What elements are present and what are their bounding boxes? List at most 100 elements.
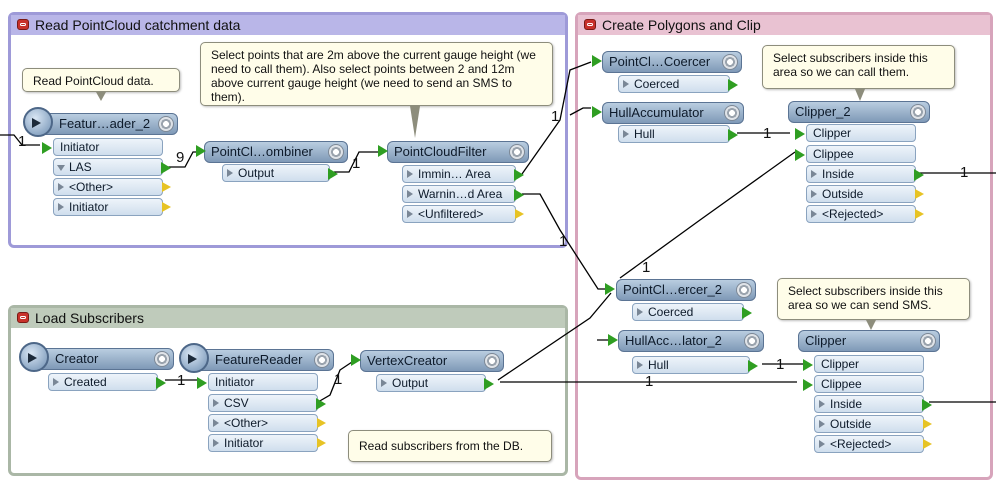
output-port-hull[interactable]: Hull [632, 356, 758, 374]
collapsed-icon [53, 378, 59, 386]
output-port-hull[interactable]: Hull [618, 125, 738, 143]
output-arrow-icon [914, 169, 924, 181]
output-port-created[interactable]: Created [48, 373, 166, 391]
creator-icon [19, 342, 49, 372]
output-arrow-icon [922, 399, 932, 411]
output-arrow-icon [317, 438, 326, 448]
transformer-pointcloud-coercer[interactable]: PointCl…Coercer [602, 51, 742, 73]
input-arrow-icon [605, 283, 615, 295]
input-port-initiator[interactable]: Initiator [42, 138, 163, 156]
annotation-select-points[interactable]: Select points that are 2m above the curr… [200, 42, 553, 106]
output-arrow-icon [915, 189, 924, 199]
output-port-rejected[interactable]: <Rejected> [806, 205, 924, 223]
output-port-coerced[interactable]: Coerced [618, 75, 738, 93]
input-arrow-icon [803, 379, 813, 391]
gear-icon[interactable] [314, 352, 330, 368]
output-port-unfiltered[interactable]: <Unfiltered> [402, 205, 524, 223]
connection-count: 1 [559, 233, 568, 250]
output-arrow-icon [515, 209, 524, 219]
collapsed-icon [213, 419, 219, 427]
output-port-coerced[interactable]: Coerced [632, 303, 752, 321]
transformer-vertex-creator[interactable]: VertexCreator [360, 350, 504, 372]
annotation-tail [410, 106, 420, 138]
gear-icon[interactable] [722, 54, 738, 70]
transformer-clipper-2[interactable]: Clipper_2 [788, 101, 930, 123]
output-port-output[interactable]: Output [222, 164, 338, 182]
gear-icon[interactable] [920, 333, 936, 349]
annotation-tail [855, 89, 865, 101]
input-arrow-icon [351, 354, 361, 366]
input-port-clipper[interactable]: Clipper [795, 124, 916, 142]
annotation-sms-area[interactable]: Select subscribers inside this area so w… [777, 278, 970, 320]
connection-count: 1 [763, 125, 772, 142]
output-arrow-icon [915, 209, 924, 219]
transformer-pointcloud-coercer-2[interactable]: PointCl…ercer_2 [616, 279, 756, 301]
transformer-pointcloud-combiner[interactable]: PointCl…ombiner [204, 141, 348, 163]
transformer-pointcloud-filter[interactable]: PointCloudFilter [387, 141, 529, 163]
input-port-clipper[interactable]: Clipper [803, 355, 924, 373]
input-arrow-icon [592, 55, 602, 67]
collapse-toggle-icon[interactable] [584, 19, 596, 30]
output-port-inside[interactable]: Inside [806, 165, 924, 183]
transformer-feature-reader[interactable]: FeatureReader [179, 343, 334, 373]
gear-icon[interactable] [724, 105, 740, 121]
input-port-initiator[interactable]: Initiator [197, 373, 318, 391]
gear-icon[interactable] [158, 116, 174, 132]
output-port-rejected[interactable]: <Rejected> [814, 435, 932, 453]
output-port-other[interactable]: <Other> [208, 414, 326, 432]
output-arrow-icon [923, 439, 932, 449]
gear-icon[interactable] [484, 353, 500, 369]
annotation-tail [866, 320, 876, 330]
output-port-output[interactable]: Output [376, 374, 494, 392]
collapse-toggle-icon[interactable] [17, 312, 29, 323]
output-port-initiator[interactable]: Initiator [208, 434, 326, 452]
gear-icon[interactable] [328, 144, 344, 160]
expanded-icon [57, 165, 65, 171]
transformer-clipper[interactable]: Clipper [798, 330, 940, 352]
output-port-csv[interactable]: CSV [208, 394, 326, 412]
gear-icon[interactable] [154, 351, 170, 367]
output-port-outside[interactable]: Outside [814, 415, 932, 433]
transformer-feature-reader-2[interactable]: Featur…ader_2 [23, 107, 178, 137]
input-arrow-icon [608, 334, 618, 346]
output-port-other[interactable]: <Other> [53, 178, 171, 196]
output-arrow-icon [316, 398, 326, 410]
output-arrow-icon [514, 169, 524, 181]
output-port-warning-area[interactable]: Warnin…d Area [402, 185, 524, 203]
collapsed-icon [623, 130, 629, 138]
gear-icon[interactable] [910, 104, 926, 120]
connection-count: 1 [551, 108, 560, 125]
transformer-hull-accumulator[interactable]: HullAccumulator [602, 102, 744, 124]
annotation-call-area[interactable]: Select subscribers inside this area so w… [762, 45, 955, 89]
transformer-creator[interactable]: Creator [19, 342, 174, 372]
bookmark-header[interactable]: Create Polygons and Clip [578, 15, 990, 35]
transformer-name: Featur…ader_2 [59, 116, 151, 131]
input-arrow-icon [592, 106, 602, 118]
output-port-initiator[interactable]: Initiator [53, 198, 171, 216]
collapse-toggle-icon[interactable] [17, 19, 29, 30]
output-arrow-icon [923, 419, 932, 429]
bookmark-header[interactable]: Read PointCloud catchment data [11, 15, 565, 35]
input-arrow-icon [795, 149, 805, 161]
collapsed-icon [637, 361, 643, 369]
collapsed-icon [811, 210, 817, 218]
bookmark-header[interactable]: Load Subscribers [11, 308, 565, 328]
transformer-hull-accumulator-2[interactable]: HullAcc…lator_2 [618, 330, 764, 352]
gear-icon[interactable] [736, 282, 752, 298]
gear-icon[interactable] [509, 144, 525, 160]
output-port-inside[interactable]: Inside [814, 395, 932, 413]
input-port-clippee[interactable]: Clippee [803, 375, 924, 393]
output-arrow-icon [162, 182, 171, 192]
output-port-imminent-area[interactable]: Immin… Area [402, 165, 524, 183]
output-arrow-icon [484, 378, 494, 390]
output-port-outside[interactable]: Outside [806, 185, 924, 203]
gear-icon[interactable] [744, 333, 760, 349]
input-arrow-icon [803, 359, 813, 371]
reader-icon [179, 343, 209, 373]
input-arrow-icon [196, 145, 206, 157]
annotation-read-pointcloud[interactable]: Read PointCloud data. [22, 68, 180, 92]
annotation-read-subscribers[interactable]: Read subscribers from the DB. [348, 430, 552, 462]
output-port-las[interactable]: LAS [53, 158, 171, 176]
input-arrow-icon [378, 145, 388, 157]
input-port-clippee[interactable]: Clippee [795, 145, 916, 163]
